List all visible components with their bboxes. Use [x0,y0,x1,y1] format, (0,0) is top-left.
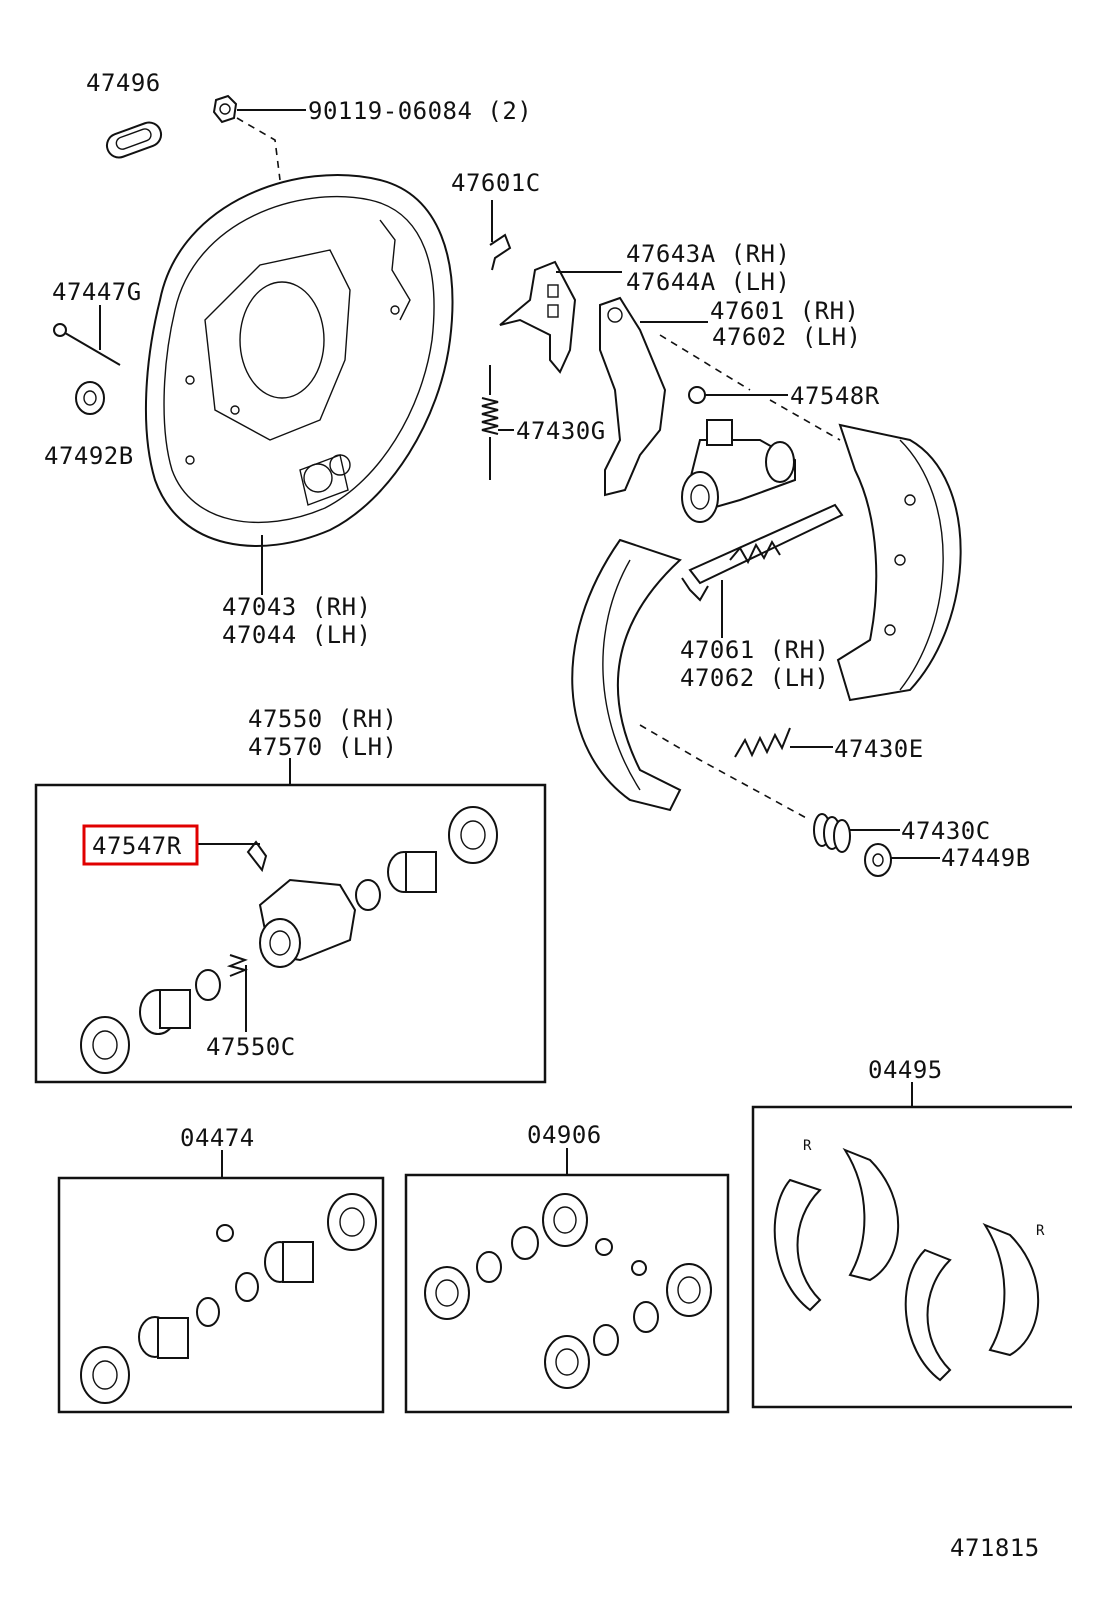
leader-lines [99,109,940,1178]
brake-shoe-right [836,423,962,702]
label-47547r: 47547R [92,832,182,860]
label-47043: 47043 (RH) [222,593,372,621]
kit-04906-parts [424,1193,712,1389]
label-47430c: 47430C [901,817,991,845]
kit-04474-parts [80,1193,377,1404]
label-04906: 04906 [527,1121,602,1149]
label-47492b: 47492B [44,442,134,470]
label-90119: 90119-06084 (2) [308,97,532,125]
label-47496: 47496 [86,69,161,97]
nut-47548r [688,386,706,404]
label-47602: 47602 (LH) [712,323,862,351]
label-04495: 04495 [868,1056,943,1084]
brake-shoe-left [571,538,682,812]
label-47062: 47062 (LH) [680,664,830,692]
label-47601: 47601 (RH) [710,297,860,325]
spring-47430e [734,727,791,758]
pin-47447g [53,323,121,366]
plug-47496 [105,121,163,159]
spring-47430c [813,813,851,853]
label-47430e: 47430E [834,735,924,763]
backing-plate [144,174,454,547]
part-labels: 47496 90119-06084 (2) 47601C 47643A (RH)… [44,69,1040,1562]
label-47449b: 47449B [941,844,1031,872]
label-47447g: 47447G [52,278,142,306]
lever-47601 [599,296,667,497]
adjuster-47061 [681,503,844,602]
bolt-90119 [212,94,238,124]
label-47570: 47570 (LH) [248,733,398,761]
label-47061: 47061 (RH) [680,636,830,664]
svg-text:R: R [803,1138,812,1154]
highlight-box [82,824,199,866]
label-47548r: 47548R [790,382,880,410]
label-04474: 04474 [180,1124,255,1152]
washer-47492b [75,381,105,415]
wheel-cylinder-upper [681,419,796,523]
label-47550: 47550 (RH) [248,705,398,733]
svg-text:R: R [1036,1223,1045,1239]
highlighted-part-47547r[interactable]: 47547R [82,824,199,866]
label-47550c: 47550C [206,1033,296,1061]
diagram-code: 471815 [950,1534,1040,1562]
label-47643a: 47643A (RH) [626,240,790,268]
kit-04495-shoes: R R [773,1138,1045,1382]
label-47044: 47044 (LH) [222,621,372,649]
lever-47643a [499,260,577,374]
label-47644a: 47644A (LH) [626,268,790,296]
spring-47430g [481,365,499,480]
cup-47449b [864,843,892,877]
clip-47601c [489,233,512,271]
label-47430g: 47430G [516,417,606,445]
wheel-cylinder-exploded [80,806,498,1074]
label-47601c: 47601C [451,169,541,197]
